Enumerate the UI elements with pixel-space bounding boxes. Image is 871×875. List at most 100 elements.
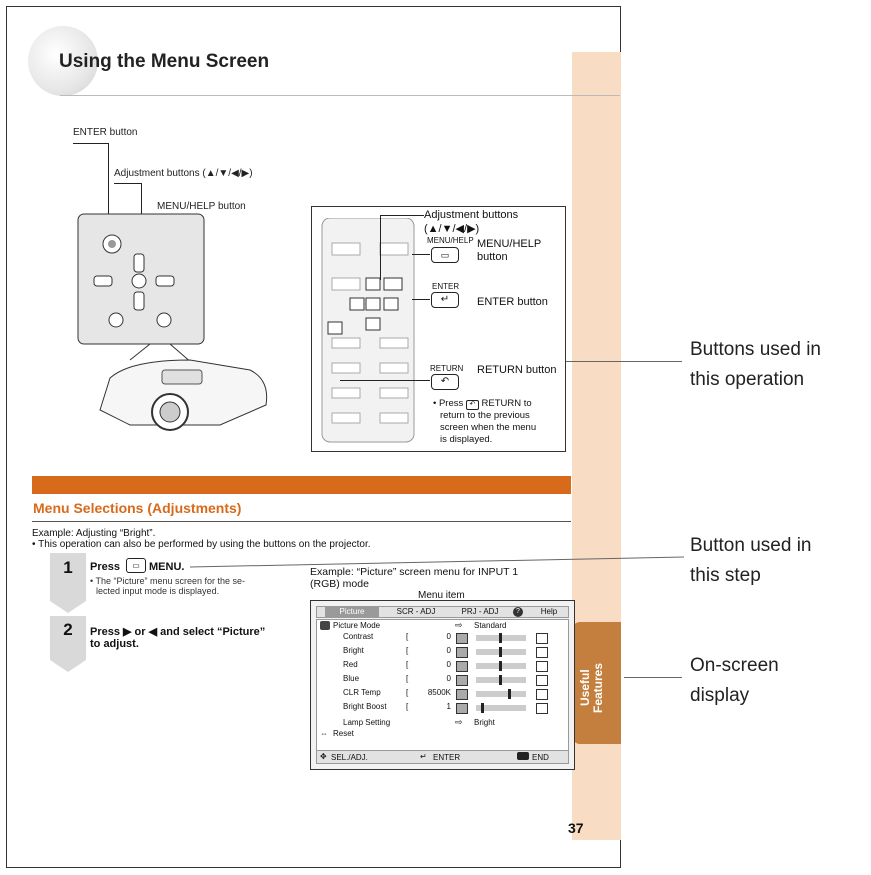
osd-example-line-1: Example: “Picture” screen menu for INPUT… [310,566,519,578]
leader-line [114,183,142,184]
menu-help-key[interactable]: ▭ [431,247,459,263]
example-note: • This operation can also be performed b… [32,539,371,550]
osd-row-2[interactable]: Red[0 [316,660,569,672]
osd-row-0[interactable]: Contrast[0 [316,632,569,644]
osd-row-label: Bright [343,646,364,655]
osd-row-slider[interactable] [476,633,526,643]
lamp-setting-label: Lamp Setting [343,718,391,727]
osd-tab-scr-adj[interactable]: SCR - ADJ [396,607,436,616]
osd-row-label: Blue [343,674,360,683]
osd-row-5[interactable]: Bright Boost[1 [316,702,569,714]
callout-line [566,361,682,362]
osd-tab-picture[interactable]: Picture [325,606,379,618]
osd-row-slider[interactable] [476,661,526,671]
enter-key[interactable]: ↵ [431,292,459,308]
osd-row-slider[interactable] [476,703,526,713]
osd-row-icon-max [536,689,548,700]
enter-icon: ↵ [420,752,427,761]
osd-row-4[interactable]: CLR Temp[8500K [316,688,569,700]
menu-key-icon: ▭ [126,558,146,573]
osd-row-bracket: [ [406,632,409,641]
remote-illustration [321,218,415,443]
osd-row-slider[interactable] [476,647,526,657]
osd-row-slider-knob[interactable] [508,689,511,699]
osd-tab-help[interactable]: Help [540,607,558,616]
remote-return-key-caption: RETURN [430,364,464,373]
reset-label[interactable]: Reset [333,729,354,738]
osd-row-slider-knob[interactable] [499,661,502,671]
osd-row-value: 0 [446,646,451,655]
osd-row-label: Red [343,660,358,669]
osd-row-label: CLR Temp [343,688,381,697]
callout-buttons-2: this operation [690,369,805,390]
side-tab-useful-features[interactable] [572,622,621,744]
osd-example-line-2: (RGB) mode [310,578,369,590]
osd-row-icon-max [536,703,548,714]
leader-line [380,215,381,280]
remote-adjust-label-1: Adjustment buttons [424,209,519,221]
callout-button-1: Button used in [690,535,812,556]
footer-enter: ENTER [433,753,461,762]
osd-row-value: 0 [446,632,451,641]
page-title: Using the Menu Screen [59,51,270,72]
osd-row-slider-knob[interactable] [499,675,502,685]
osd-row-label: Bright Boost [343,702,387,711]
section-underline [32,521,571,522]
callout-line-step [190,556,685,568]
step-2-line-1: Press ▶ or ◀ and select “Picture” [90,626,266,638]
title-underline [60,95,620,96]
osd-row-slider[interactable] [476,689,526,699]
remote-enter-key-caption: ENTER [432,282,460,291]
picture-mode-label: Picture Mode [333,621,381,630]
osd-row-icon [456,661,468,672]
remote-menu-label-1: MENU/HELP [477,238,542,250]
osd-row-slider[interactable] [476,675,526,685]
osd-row-slider-knob[interactable] [499,647,502,657]
osd-tab-prj-adj[interactable]: PRJ - ADJ [461,607,499,616]
osd-row-bracket: [ [406,688,409,697]
leader-line [141,183,142,243]
osd-row-icon [456,689,468,700]
adjust-buttons-label: Adjustment buttons (▲/▼/◀/▶) [114,168,253,179]
return-note-line-2: return to the previous [440,410,530,421]
step-2-badge [50,616,86,672]
osd-row-icon [456,647,468,658]
osd-row-value: 1 [446,702,451,711]
page-number: 37 [568,820,584,836]
osd-row-1[interactable]: Bright[0 [316,646,569,658]
osd-row-icon-max [536,675,548,686]
footer-end: END [532,753,549,762]
picture-mode-icon [320,621,330,630]
picture-mode-value[interactable]: Standard [474,621,507,630]
remote-adjust-label-2: (▲/▼/◀/▶) [424,223,480,235]
osd-row-icon [456,675,468,686]
osd-row-bracket: [ [406,674,409,683]
step-2-number: 2 [63,620,73,639]
end-icon [517,752,529,760]
return-note-line-3: screen when the menu [440,422,537,433]
callout-line [624,677,682,678]
lamp-setting-value[interactable]: Bright [474,718,495,727]
leader-line [340,380,430,381]
osd-row-slider-knob[interactable] [499,633,502,643]
return-key[interactable]: ↶ [431,374,459,390]
leader-line [73,143,109,144]
step-2-line-2: to adjust. [90,638,139,650]
projector-illustration [77,213,268,431]
menu-help-button-label: MENU/HELP button [157,201,246,212]
remote-menu-label-2: button [477,251,508,263]
remote-enter-label: ENTER button [477,296,548,308]
step-1-badge [50,553,86,613]
osd-row-icon [456,703,468,714]
return-note-line-1: • Press ↶ RETURN to [433,398,532,410]
osd-row-icon [456,633,468,644]
osd-row-3[interactable]: Blue[0 [316,674,569,686]
section-title: Menu Selections (Adjustments) [33,500,242,516]
osd-footer [316,750,569,764]
osd-tab-bar [316,606,569,618]
example-text: Example: Adjusting “Bright”. [32,528,156,539]
reset-arrow-icon: ⇔ [320,729,328,738]
osd-row-slider-knob[interactable] [481,703,484,713]
osd-row-icon-max [536,647,548,658]
step-1-note-2: lected input mode is displayed. [96,586,220,596]
